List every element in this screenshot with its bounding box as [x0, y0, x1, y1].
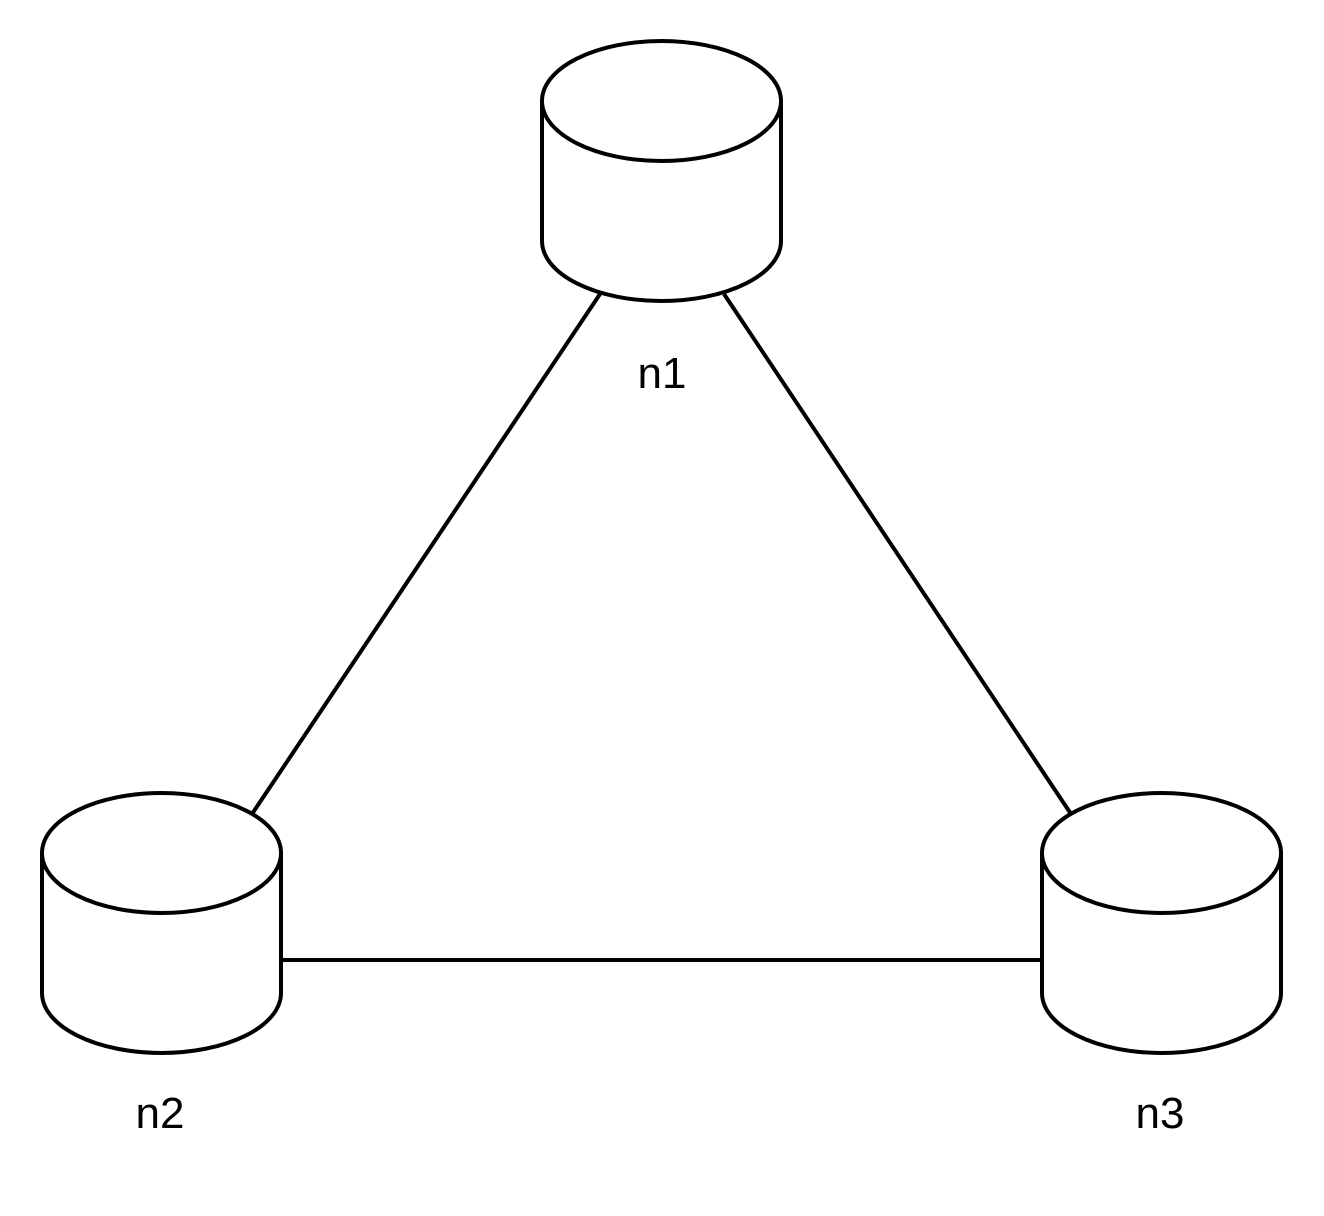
node-n2-database-icon[interactable]	[40, 791, 283, 1055]
node-n1-database-icon[interactable]	[540, 39, 783, 303]
node-n1-label: n1	[638, 349, 687, 398]
node-n3-database-icon[interactable]	[1040, 791, 1283, 1055]
edge-n1-n3	[722, 292, 1073, 816]
edge-n1-n2	[250, 292, 602, 816]
node-n3-label: n3	[1136, 1089, 1185, 1138]
node-n2-label: n2	[136, 1089, 185, 1138]
